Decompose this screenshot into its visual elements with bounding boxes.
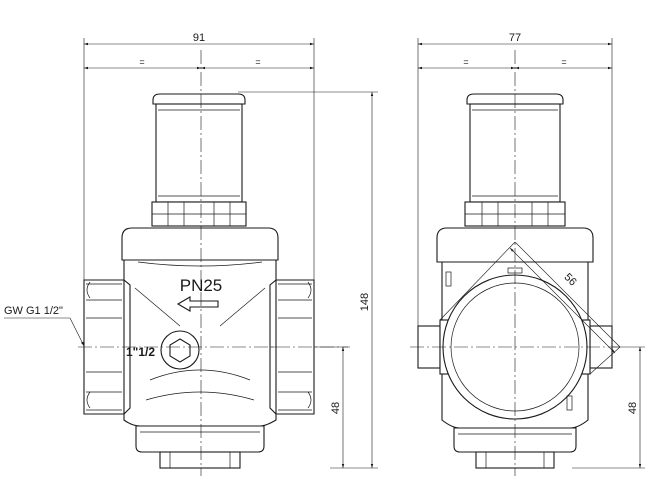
- side-half-dimension-right: =: [561, 57, 566, 67]
- side-half-dimension-left: =: [463, 57, 468, 67]
- valve-body: [83, 93, 315, 469]
- half-dimension-left: =: [139, 57, 144, 67]
- axis-height-dimension: 48: [330, 402, 342, 414]
- flow-arrow-icon: [176, 296, 219, 312]
- side-axis-height-dimension: 48: [627, 402, 639, 414]
- half-dimension-right: =: [255, 57, 260, 67]
- thread-label: GW G1 1/2": [4, 305, 63, 317]
- pressure-marking: PN25: [180, 276, 223, 295]
- width-dimension: 91: [193, 32, 205, 44]
- side-view: 77 = = 48: [410, 32, 645, 476]
- size-marking: 1"1/2: [126, 345, 155, 359]
- side-width-dimension: 77: [509, 32, 521, 44]
- height-dimension: 148: [359, 293, 371, 311]
- front-view: 91 = = 148 48: [4, 32, 378, 476]
